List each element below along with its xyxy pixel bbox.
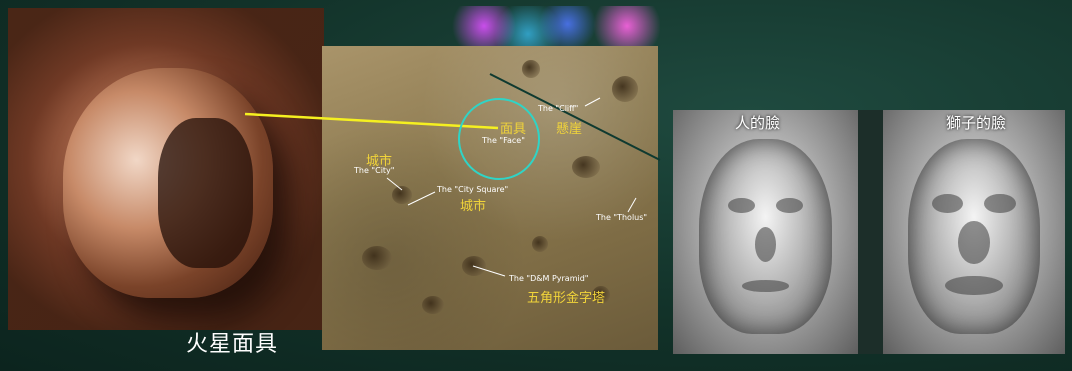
- city-square-label-zh: 城市: [460, 199, 487, 214]
- crater: [522, 60, 540, 78]
- face-highlight-circle: [458, 98, 540, 180]
- eye-shape: [728, 197, 755, 214]
- crater: [612, 76, 638, 102]
- mouth-shape: [945, 275, 1003, 296]
- face-label-en: The "Face": [482, 136, 525, 145]
- eye-shape: [984, 193, 1016, 214]
- pyramid-label-en: The "D&M Pyramid": [509, 274, 589, 283]
- crater: [532, 236, 548, 252]
- nose-shape: [958, 221, 990, 265]
- tholus-label-en: The "Tholus": [596, 213, 648, 222]
- crater: [422, 296, 444, 314]
- crater: [362, 246, 392, 270]
- face-label-zh: 面具: [500, 122, 527, 137]
- city-arrow: [386, 177, 403, 191]
- nose-shape: [754, 227, 777, 263]
- pyramid-label-zh: 五角形金字塔: [527, 291, 606, 306]
- cliff-label-zh: 懸崖: [556, 122, 583, 137]
- connector-line: [244, 112, 499, 130]
- decorative-glow: [440, 6, 660, 46]
- lion-face-image: [908, 139, 1040, 335]
- pyramid-arrow: [472, 265, 506, 277]
- mars-face-closeup-photo: [8, 8, 324, 330]
- human-face-title: 人的臉: [735, 114, 781, 132]
- human-face-panel: [673, 110, 858, 354]
- lion-face-title: 獅子的臉: [946, 114, 1007, 132]
- city-square-label-en: The "City Square": [437, 185, 509, 194]
- mars-cydonia-map: [322, 46, 658, 350]
- lion-face-panel: [883, 110, 1065, 354]
- mouth-shape: [741, 279, 790, 292]
- divider-line: [489, 73, 661, 161]
- city-label-zh: 城市: [366, 154, 393, 169]
- cliff-label-en: The "Cliff": [538, 104, 579, 113]
- panel-divider: [858, 110, 883, 354]
- face-mesa-shadow: [158, 118, 253, 268]
- cliff-arrow: [584, 97, 601, 107]
- city-square-arrow: [407, 191, 436, 206]
- eye-shape: [932, 193, 964, 214]
- tholus-arrow: [627, 197, 637, 213]
- crater: [572, 156, 600, 178]
- main-title: 火星面具: [186, 332, 279, 357]
- crater: [392, 186, 412, 204]
- city-label-en: The "City": [354, 166, 395, 175]
- crater: [592, 286, 610, 304]
- eye-shape: [776, 197, 803, 214]
- human-face-image: [698, 139, 833, 335]
